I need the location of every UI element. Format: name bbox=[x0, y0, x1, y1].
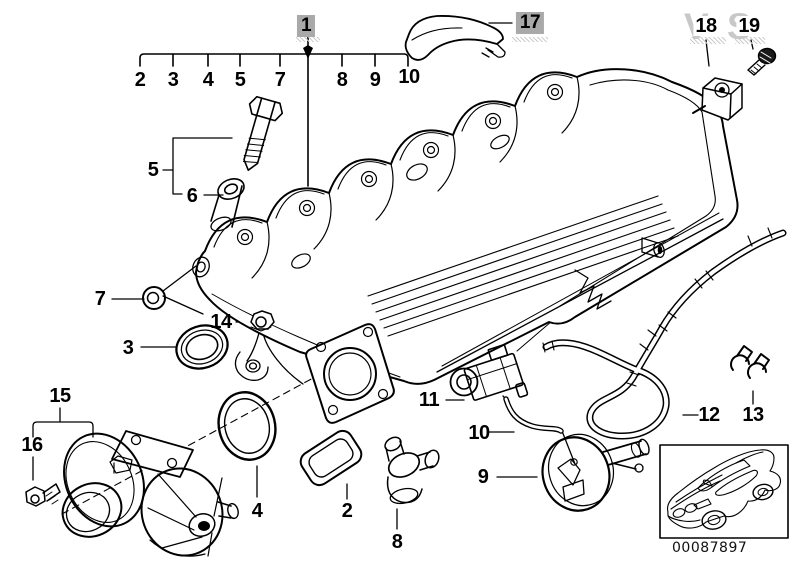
part-label-15-17[interactable]: 15 bbox=[49, 385, 71, 407]
sensor-drawing-18 bbox=[692, 77, 743, 121]
part-label-3-1[interactable]: 3 bbox=[167, 69, 179, 91]
part-label-10-23[interactable]: 10 bbox=[468, 422, 490, 444]
watermark-hatch bbox=[296, 37, 320, 42]
bolt-drawing-5 bbox=[242, 95, 284, 171]
part-label-12-25[interactable]: 12 bbox=[698, 404, 720, 426]
part-label-7-4[interactable]: 7 bbox=[274, 69, 286, 91]
valve-drawing-8 bbox=[384, 436, 440, 505]
part-label-3-16[interactable]: 3 bbox=[122, 337, 134, 359]
part-label-16-18[interactable]: 16 bbox=[21, 434, 43, 456]
hose-drawing-10 bbox=[503, 396, 564, 434]
part-label-7-14[interactable]: 7 bbox=[94, 288, 106, 310]
grommet-drawing-7 bbox=[142, 286, 166, 310]
part-label-2-0[interactable]: 2 bbox=[134, 69, 146, 91]
part-label-2-20[interactable]: 2 bbox=[341, 500, 353, 522]
part-label-14-15[interactable]: 14 bbox=[210, 311, 232, 333]
part-label-9-7[interactable]: 9 bbox=[369, 69, 381, 91]
part-label-5-12[interactable]: 5 bbox=[147, 159, 159, 181]
part-label-8-21[interactable]: 8 bbox=[391, 531, 403, 553]
part-label-8-6[interactable]: 8 bbox=[336, 69, 348, 91]
nut-drawing-14 bbox=[250, 310, 275, 332]
intake-manifold-drawing bbox=[192, 68, 739, 424]
funnel-sleeve-drawing-6 bbox=[210, 178, 245, 232]
part-label-4-2[interactable]: 4 bbox=[202, 69, 214, 91]
leader-lines bbox=[32, 22, 754, 530]
o-ring-drawing-4 bbox=[217, 391, 277, 461]
solenoid-valve-drawing-11 bbox=[449, 344, 529, 405]
screw-drawing-16 bbox=[25, 483, 61, 507]
watermark-hatch bbox=[512, 37, 548, 42]
part-label-18-10[interactable]: 18 bbox=[693, 15, 719, 37]
cover-drawing-17 bbox=[404, 15, 506, 61]
part-label-5-3[interactable]: 5 bbox=[234, 69, 246, 91]
profile-gasket-drawing-2 bbox=[299, 429, 363, 487]
car-thumbnail bbox=[659, 444, 789, 539]
part-label-4-19[interactable]: 4 bbox=[251, 500, 263, 522]
part-label-9-22[interactable]: 9 bbox=[477, 466, 489, 488]
part-label-6-13[interactable]: 6 bbox=[186, 185, 198, 207]
part-label-13-26[interactable]: 13 bbox=[742, 404, 764, 426]
part-label-17-9[interactable]: 17 bbox=[515, 12, 545, 34]
part-label-10-8[interactable]: 10 bbox=[398, 66, 420, 88]
part-label-1-5[interactable]: 1 bbox=[296, 15, 316, 37]
part-label-11-24[interactable]: 11 bbox=[418, 389, 440, 411]
watermark-hatch bbox=[735, 37, 765, 44]
clips-drawing-13 bbox=[730, 345, 770, 379]
diagram-number: 00087897 bbox=[672, 540, 748, 556]
screw-drawing-19 bbox=[747, 47, 777, 76]
vacuum-hose-drawing-12 bbox=[542, 227, 787, 440]
throttle-body-drawing-15 bbox=[61, 430, 239, 557]
part-label-19-11[interactable]: 19 bbox=[736, 15, 762, 37]
vacuum-actuator-drawing-9 bbox=[541, 433, 650, 512]
legend-bracket bbox=[139, 35, 409, 187]
seal-ring-drawing-3 bbox=[175, 324, 229, 370]
watermark-hatch bbox=[690, 37, 726, 44]
